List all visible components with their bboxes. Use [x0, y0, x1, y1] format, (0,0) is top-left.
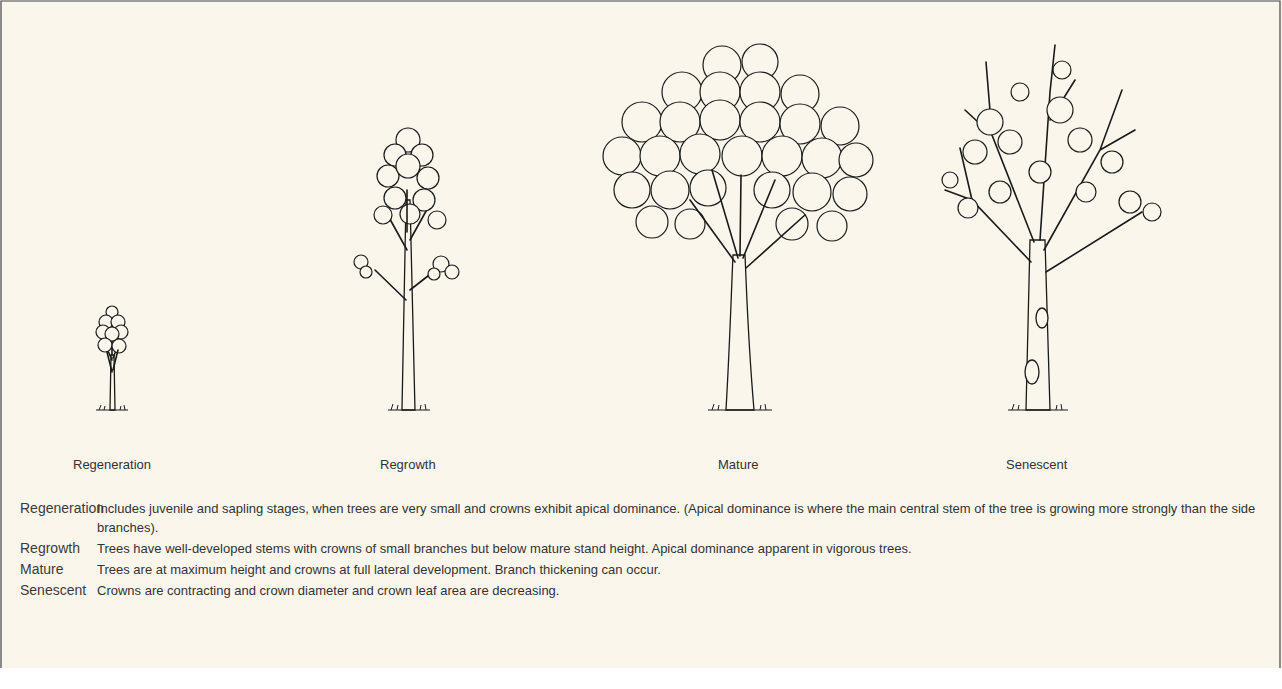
stage-term: Regrowth [20, 539, 80, 558]
stage-description: Includes juvenile and sapling stages, wh… [97, 499, 1257, 537]
stage-label: Regrowth [380, 455, 436, 474]
stage-description: Trees are at maximum height and crowns a… [97, 560, 1257, 579]
stage-term: Mature [20, 560, 64, 579]
stage-label: Senescent [1006, 455, 1067, 474]
stage-description: Crowns are contracting and crown diamete… [97, 581, 1257, 600]
stage-term: Regeneration [20, 499, 104, 518]
stage-description: Trees have well-developed stems with cro… [97, 539, 1257, 558]
stage-label: Mature [718, 455, 758, 474]
stage-term: Senescent [20, 581, 86, 600]
stage-label: Regeneration [73, 455, 151, 474]
